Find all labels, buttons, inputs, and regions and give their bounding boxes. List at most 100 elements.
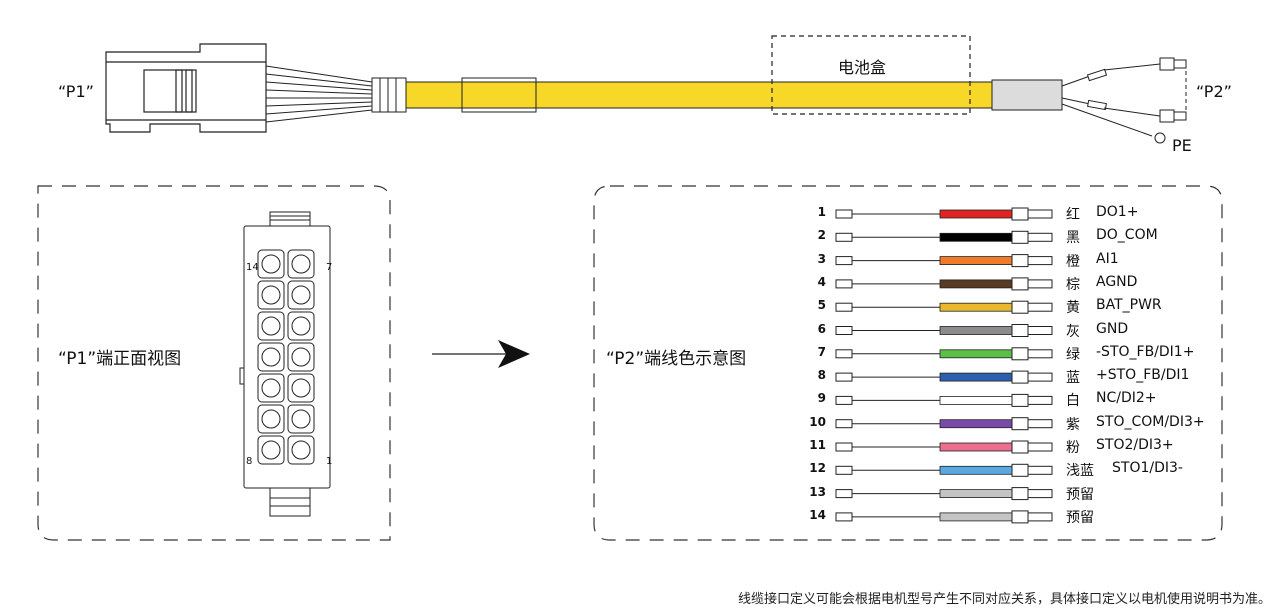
wire-color-bar [939, 489, 1013, 499]
p1-label: “P1” [58, 82, 94, 101]
wire-left-terminal [835, 256, 853, 266]
pin-cavity [257, 435, 285, 465]
pin-contact [291, 285, 311, 305]
yellow-cable [405, 77, 993, 113]
pin-contact [261, 347, 281, 367]
wire-color-name: 预留 [1066, 486, 1094, 503]
cable-yellow-jacket [405, 81, 993, 109]
p1-wires [265, 65, 373, 123]
wire-pin-tip [1027, 372, 1053, 382]
wire-left-terminal [835, 395, 853, 405]
pin-contact [261, 378, 281, 398]
wire-pin-number: 12 [809, 461, 826, 476]
ferrite-sleeve [461, 77, 537, 113]
wire-ferrule [1011, 324, 1029, 337]
wire-ferrule [1011, 230, 1029, 244]
p2-wire-list [835, 207, 1053, 524]
wire-pin-number: 1 [817, 205, 826, 219]
wire-pin-tip [1027, 279, 1053, 289]
p2-label: “P2” [1196, 82, 1232, 101]
wire-color-bar [939, 419, 1013, 429]
wire-signal-name: GND [1096, 320, 1129, 337]
wire-left-terminal [835, 302, 853, 312]
wire-pin-tip [1027, 349, 1053, 359]
pe-label: PE [1172, 136, 1192, 155]
wire-pin-number: 10 [809, 414, 826, 429]
pin-label-1: 1 [326, 456, 333, 467]
wire-ferrule [1011, 370, 1029, 384]
wire-left-terminal [835, 209, 853, 219]
pin-cavity [287, 280, 315, 310]
p1-view-frame [37, 185, 391, 541]
wire-color-bar [939, 442, 1013, 452]
wire-color-name: 紫 [1066, 416, 1080, 433]
wire-pin-number: 5 [817, 298, 826, 313]
arrow-icon [432, 340, 530, 368]
wire-color-bar [939, 465, 1013, 475]
wire-signal-name: STO2/DI3+ [1096, 437, 1174, 453]
wire-ferrule [1011, 277, 1029, 291]
wire-pin-tip [1027, 512, 1053, 522]
wire-color-bar [939, 256, 1013, 266]
wire-left-terminal [835, 372, 853, 382]
wire-color-bar [939, 302, 1013, 312]
wire-pin-number: 7 [817, 344, 826, 359]
pin-contact [291, 378, 311, 398]
wire-left-terminal [835, 465, 853, 475]
pin-contact [291, 409, 311, 429]
wire-color-name: 棕 [1066, 276, 1080, 293]
wire-color-name: 灰 [1066, 323, 1080, 340]
wire-ferrule [1011, 347, 1029, 361]
pin-contact [261, 254, 281, 274]
wire-ferrule [1011, 393, 1029, 407]
wire-pin-tip [1027, 419, 1053, 429]
wire-pin-tip [1027, 489, 1053, 499]
wire-pin-tip [1027, 442, 1053, 452]
pin-cavity [287, 435, 315, 465]
pin-cavity [257, 373, 285, 403]
wire-ferrule [1011, 207, 1029, 221]
wire-signal-name: -STO_FB/DI1+ [1096, 343, 1195, 360]
wire-color-bar [939, 279, 1013, 289]
p1-view-title: “P1”端正面视图 [58, 349, 182, 369]
pin-cavity [287, 342, 315, 372]
pin-contact [261, 409, 281, 429]
wire-pin-tip [1027, 465, 1053, 475]
wire-color-bar [939, 349, 1013, 359]
wire-ferrule [1011, 487, 1029, 501]
pin-label-8: 8 [246, 456, 253, 467]
p1-front-connector [239, 211, 331, 517]
wire-signal-name: AI1 [1096, 250, 1119, 267]
wire-pin-number: 11 [809, 438, 826, 452]
wire-ferrule [1011, 254, 1029, 268]
wire-pin-tip [1027, 395, 1053, 405]
p2-end [991, 57, 1187, 144]
wire-ferrule [1011, 463, 1029, 477]
wire-pin-number: 2 [817, 228, 826, 243]
wire-color-name: 红 [1066, 207, 1080, 223]
wire-color-bar [939, 512, 1013, 522]
wire-color-bar [939, 209, 1013, 219]
pin-contact [291, 347, 311, 367]
wire-pin-number: 9 [817, 391, 826, 406]
p2-view-frame [593, 185, 1223, 541]
pin-contact [291, 316, 311, 336]
pin-contact [261, 285, 281, 305]
wire-pin-number: 14 [809, 507, 826, 522]
pin-contact [261, 316, 281, 336]
wire-color-name: 预留 [1066, 509, 1094, 526]
wire-signal-name: AGND [1096, 273, 1138, 290]
wire-pin-number: 3 [817, 251, 826, 266]
p2-sleeve [991, 79, 1063, 111]
wire-ferrule [1011, 417, 1029, 431]
pin-label-7: 7 [326, 262, 333, 273]
p1-connector-side-view [105, 43, 267, 133]
wire-color-name: 粉 [1066, 440, 1080, 456]
pin-contact [291, 254, 311, 274]
wire-color-name: 白 [1066, 393, 1080, 410]
wire-pin-tip [1027, 256, 1053, 266]
wire-color-name: 黑 [1066, 230, 1080, 247]
wire-left-terminal [835, 326, 853, 335]
